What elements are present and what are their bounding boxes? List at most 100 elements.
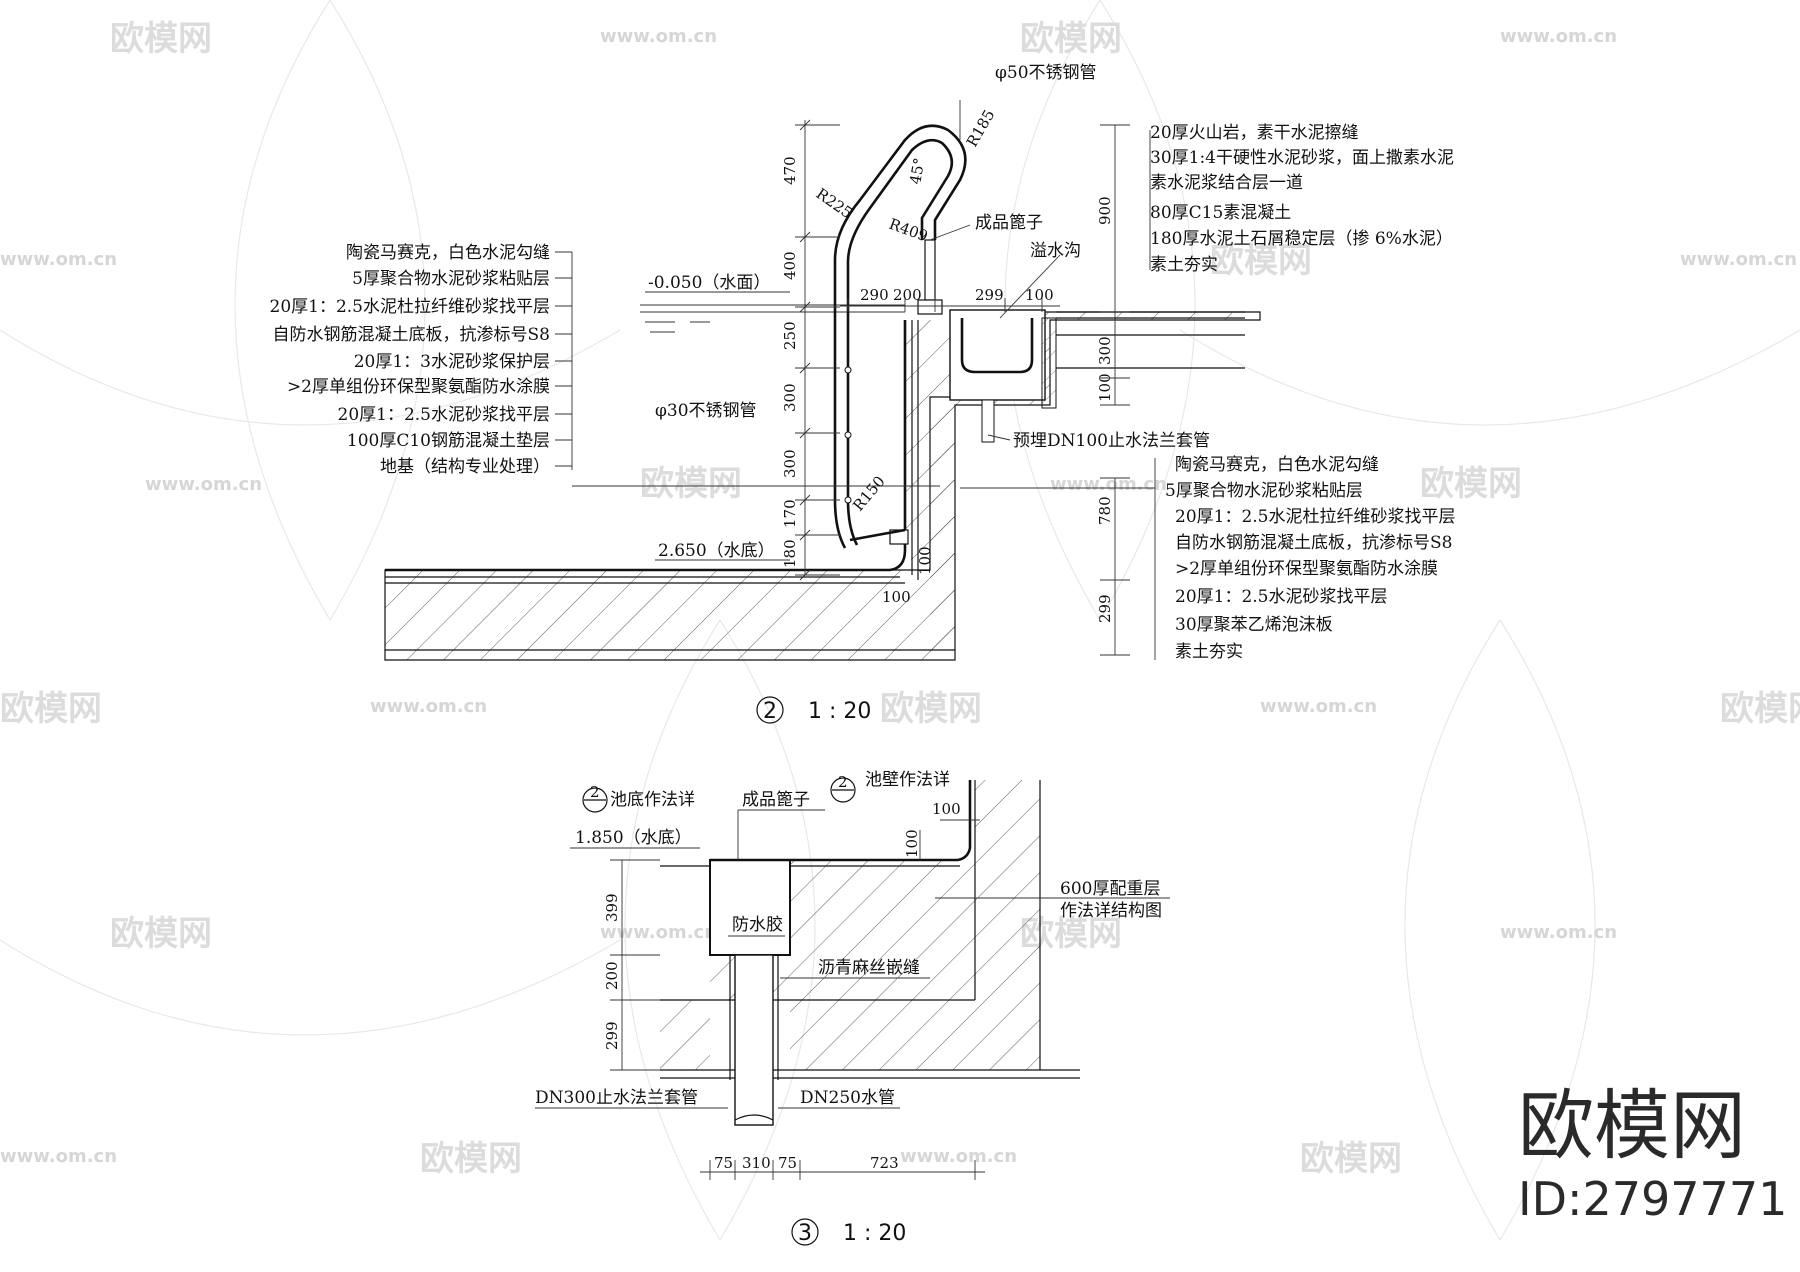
anchor-base <box>917 299 943 315</box>
left-dim-labels: 470 400 250 300 300 170 180 <box>781 156 799 568</box>
bottom-level-label: 1.850（水底） <box>575 828 692 848</box>
detail-scale: 1 : 20 <box>843 1221 906 1246</box>
layer-label: 地基（结构专业处理） <box>380 457 550 477</box>
d3-bottom-dims <box>700 1160 985 1180</box>
left-leaders <box>555 251 940 487</box>
ref-bubble-wall <box>830 777 856 803</box>
top-dim-labels: 290 200 299 100 <box>860 286 1054 304</box>
right-dimension-chain <box>960 124 1156 660</box>
pipe-bolts <box>844 366 852 504</box>
layer-label: 5厚聚合物水泥砂浆粘贴层 <box>1165 481 1363 501</box>
dim-label: 75 <box>778 1154 797 1172</box>
layer-label: >2厚单组份环保型聚氨酯防水涂膜 <box>1175 559 1438 579</box>
brand-id: ID:2797771 <box>1518 1172 1787 1226</box>
drain-pipe <box>734 954 774 1126</box>
watermark-url: www.om.cn <box>1680 249 1797 270</box>
watermark-url: www.om.cn <box>1500 26 1617 47</box>
detail-number-circle <box>756 696 784 724</box>
water-waves <box>645 321 710 333</box>
sump-box <box>709 859 791 956</box>
dim-label: 200 <box>603 961 621 990</box>
brand-name: 欧模网 <box>1518 1081 1746 1170</box>
layer-label: 20厚1：2.5水泥杜拉纤维砂浆找平层 <box>270 297 550 317</box>
handrail-anchor <box>924 239 936 301</box>
ref-bubble-bottom <box>582 787 608 813</box>
layer-label: 20厚火山岩，素干水泥擦缝 <box>1150 123 1359 143</box>
radius-label: R409 <box>887 215 931 246</box>
dim-label: 723 <box>870 1154 899 1172</box>
layer-label: 自防水钢筋混凝土底板，抗渗标号S8 <box>273 325 550 345</box>
dim-label: 470 <box>781 156 799 185</box>
watermark-brand: 欧模网 <box>110 914 212 954</box>
dim-label: 100 <box>916 546 934 575</box>
left-layer-labels: 陶瓷马赛克，白色水泥勾缝 5厚聚合物水泥砂浆粘贴层 20厚1：2.5水泥杜拉纤维… <box>270 242 550 477</box>
dim-label: 399 <box>603 893 621 922</box>
dim-label: 299 <box>1096 594 1114 623</box>
layer-label: 5厚聚合物水泥砂浆粘贴层 <box>352 269 550 289</box>
watermark-brand: 欧模网 <box>1020 19 1122 59</box>
watermark-url: www.om.cn <box>145 474 262 495</box>
watermark-url: www.om.cn <box>600 922 717 943</box>
dim-label: 299 <box>975 286 1004 304</box>
watermark-brand: 欧模网 <box>1210 241 1312 281</box>
layer-label: 100厚C10钢筋混凝土垫层 <box>347 431 550 451</box>
layer-label: 180厚水泥土石屑稳定层（掺 6%水泥） <box>1150 229 1453 249</box>
dim-label: 100 <box>903 829 921 858</box>
gutter-leader <box>999 254 1061 319</box>
layer-label: 素土夯实 <box>1175 642 1243 662</box>
dim-label: 300 <box>1096 336 1114 365</box>
watermark-url: www.om.cn <box>0 249 117 270</box>
watermark-brand: 欧模网 <box>1420 464 1522 504</box>
watermark-brand: 欧模网 <box>640 464 742 504</box>
watermark-url: www.om.cn <box>900 1146 1017 1167</box>
left-dimension-chain <box>795 119 840 581</box>
layer-label: 陶瓷马赛克，白色水泥勾缝 <box>1175 454 1379 475</box>
wall-inner-face <box>889 320 907 572</box>
watermark-url: www.om.cn <box>370 696 487 717</box>
angle-label: 45° <box>906 156 928 185</box>
wall-corner <box>957 780 972 862</box>
pipe-top-label: φ50不锈钢管 <box>995 63 1097 83</box>
dim-label: 310 <box>742 1154 771 1172</box>
dim-label: 200 <box>893 286 922 304</box>
pipe-break <box>734 1114 774 1121</box>
drain-sleeve <box>981 399 995 443</box>
grate-label: 成品篦子 <box>742 790 810 810</box>
radius-label: R225 <box>813 185 856 223</box>
layer-label: 20厚1：2.5水泥砂浆找平层 <box>1175 587 1387 607</box>
layer-label: 素水泥浆结合层一道 <box>1150 173 1303 193</box>
dim-label: 300 <box>781 383 799 412</box>
layer-label: >2厚单组份环保型聚氨酯防水涂膜 <box>287 377 550 397</box>
dim-label: 290 <box>860 286 889 304</box>
dim-label: 400 <box>781 251 799 280</box>
ref-bottom-label: 池底作法详 <box>610 790 695 810</box>
ballast-label-2: 作法详结构图 <box>1060 901 1162 921</box>
dim-label: 100 <box>1025 286 1054 304</box>
stainless-handrail <box>833 124 967 549</box>
overflow-gutter <box>949 309 1046 401</box>
detail-number: 2 <box>763 699 777 724</box>
dim-label: 250 <box>781 321 799 350</box>
detail-2-section: 陶瓷马赛克，白色水泥勾缝 5厚聚合物水泥砂浆粘贴层 20厚1：2.5水泥杜拉纤维… <box>270 63 1456 724</box>
ballast-layer <box>710 780 1040 1070</box>
right-dim-labels: 900 300 100 780 299 <box>1096 196 1114 623</box>
detail-number-circle <box>791 1218 819 1246</box>
bottom-level-label: 2.650（水底） <box>658 541 775 561</box>
ref-bubble-bottom-num: 2 <box>590 783 600 801</box>
right-bottom-layer-labels: 陶瓷马赛克，白色水泥勾缝 5厚聚合物水泥砂浆粘贴层 20厚1：2.5水泥杜拉纤维… <box>1165 454 1455 662</box>
dim-label: 100 <box>932 800 961 818</box>
watermark-brand: 欧模网 <box>1720 689 1800 729</box>
right-top-layer-labels: 20厚火山岩，素干水泥擦缝 30厚1:4干硬性水泥砂浆，面上撒素水泥 素水泥浆结… <box>1150 123 1454 275</box>
layer-label: 自防水钢筋混凝土底板，抗渗标号S8 <box>1175 533 1452 553</box>
watermark-brand: 欧模网 <box>880 689 982 729</box>
radius-label: R185 <box>963 106 999 150</box>
layer-label: 80厚C15素混凝土 <box>1150 203 1291 223</box>
water-level-label: -0.050（水面） <box>648 273 770 293</box>
brand-badge: 欧模网 ID:2797771 <box>1518 1081 1787 1226</box>
dim-label: 900 <box>1096 196 1114 225</box>
ballast-label-1: 600厚配重层 <box>1060 879 1160 899</box>
gutter-side <box>1041 317 1057 409</box>
ref-bubble-wall-num: 2 <box>838 773 848 791</box>
